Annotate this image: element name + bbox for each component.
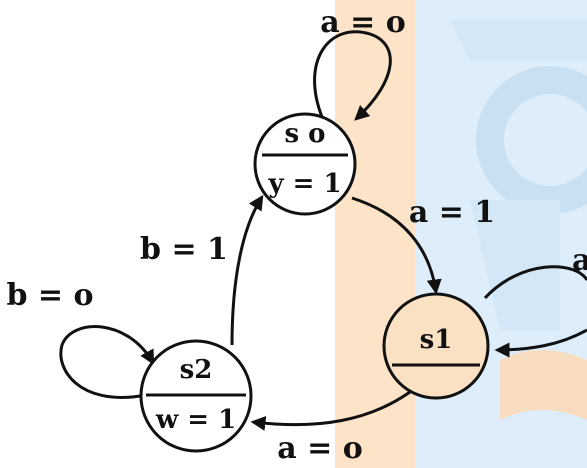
state-s2-output: w = 1 (155, 405, 236, 435)
watermark-logo (335, 0, 587, 468)
state-s0: s o y = 1 (255, 114, 355, 214)
label-s2-self: b = o (6, 278, 93, 313)
state-s1-name: s1 (420, 325, 453, 355)
edge-s2-self (61, 327, 153, 398)
label-s0-self: a = o (320, 5, 405, 40)
state-s2-name: s2 (180, 355, 213, 385)
state-s1: s1 (384, 294, 488, 398)
watermark-coil (500, 350, 587, 420)
label-s1-self: a (572, 243, 587, 278)
transition-s2-to-s0 (232, 197, 262, 345)
watermark-cap (450, 20, 587, 60)
label-s1-to-s2: a = o (277, 431, 362, 466)
state-s0-name: s o (284, 119, 325, 149)
state-s2: s2 w = 1 (141, 341, 251, 451)
transition-s2-self (61, 327, 153, 398)
edge-s2-to-s0 (232, 197, 262, 345)
label-s0-to-s1: a = 1 (409, 195, 495, 230)
state-s0-output: y = 1 (267, 169, 341, 199)
label-s2-to-s0: b = 1 (140, 232, 228, 267)
